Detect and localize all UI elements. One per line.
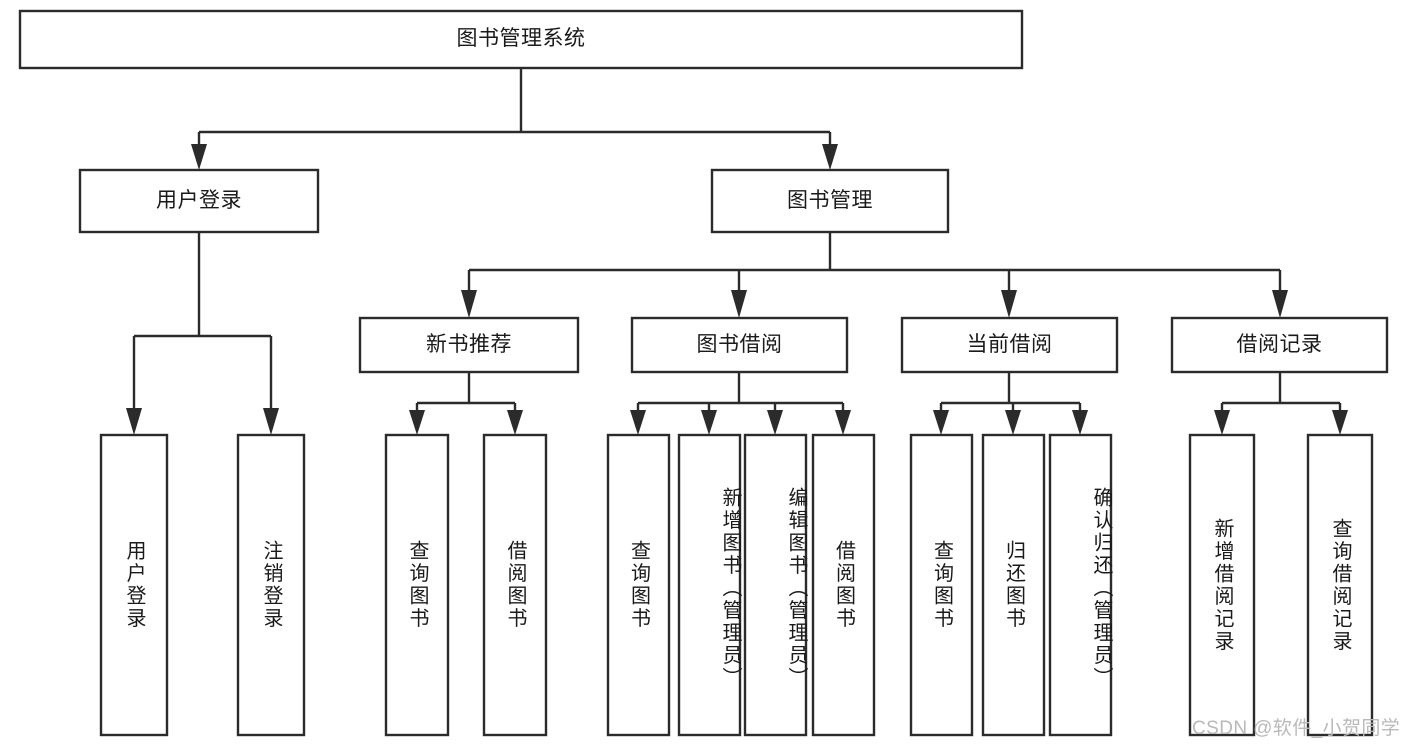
node-borrow-record-box[interactable] [1170,316,1389,374]
leaf-query-book-2-box[interactable] [606,433,671,737]
leaf-add-book-box[interactable] [677,433,742,737]
leaf-borrow-book-1-box[interactable] [482,433,548,737]
leaf-confirm-return-box[interactable] [1048,433,1113,737]
node-book-manage-box[interactable] [710,168,950,234]
connector-borrow-record-to-leaves [1214,372,1348,435]
node-book-borrow-box[interactable] [630,316,849,374]
leaf-user-login-box[interactable] [99,433,169,737]
connector-current-borrow-to-leaves [933,372,1088,435]
leaf-query-book-1-box[interactable] [384,433,450,737]
node-current-borrow-box[interactable] [900,316,1119,374]
leaf-query-book-3-box[interactable] [909,433,974,737]
leaf-return-book-box[interactable] [981,433,1046,737]
connector-user-login-to-leaves [126,232,279,435]
leaf-add-record-box[interactable] [1188,433,1256,737]
connector-book-borrow-to-leaves [630,372,851,435]
node-user-login-box[interactable] [78,168,320,234]
connector-root-to-level2 [191,68,838,170]
leaf-logout-box[interactable] [236,433,306,737]
csdn-watermark: CSDN @软件_小贺同学 [1192,718,1401,739]
connector-new-book-rec-to-leaves [409,372,523,435]
node-new-book-rec-box[interactable] [358,316,580,374]
leaf-query-record-box[interactable] [1306,433,1374,737]
leaf-borrow-book-2-box[interactable] [811,433,876,737]
connector-book-manage-to-level3 [461,232,1288,318]
node-root-box[interactable] [18,9,1024,70]
leaf-edit-book-box[interactable] [743,433,808,737]
